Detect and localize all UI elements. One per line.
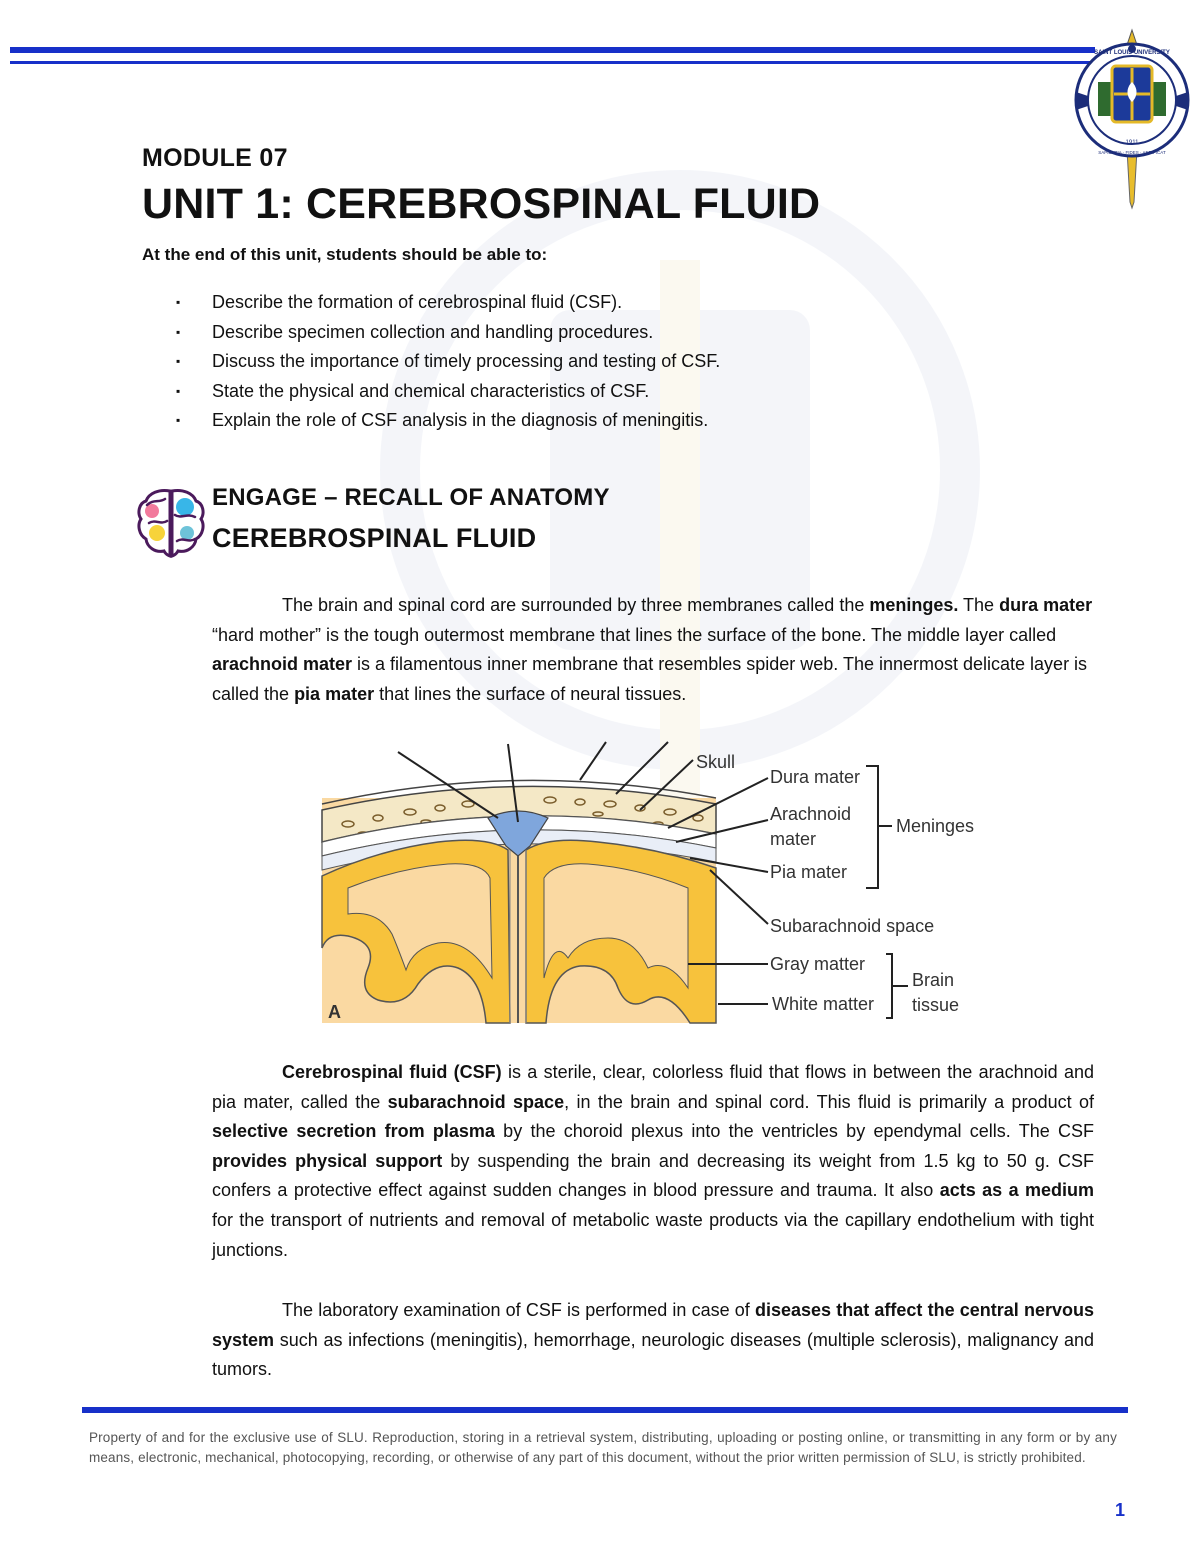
label-gray-matter: Gray matter xyxy=(770,954,865,974)
term-subarachnoid-space: subarachnoid space xyxy=(387,1091,565,1112)
list-item: ▪ Describe the formation of cerebrospinal… xyxy=(176,288,720,318)
text-run: The xyxy=(958,595,1000,615)
text-run: that lines the surface of neural tissues… xyxy=(374,683,687,704)
label-subarachnoid-space: Subarachnoid space xyxy=(770,916,934,936)
seal-year-text: 1911 xyxy=(1126,140,1140,146)
label-arachnoid-mater: mater xyxy=(770,829,816,849)
footer-rule xyxy=(82,1407,1128,1413)
brain-icon xyxy=(137,489,205,558)
label-skull: Skull xyxy=(696,752,735,772)
seal-bottom-text: SAPIENTIA · FIDES · AEDIFICAT xyxy=(1098,150,1166,155)
text-run: is a sterile, clear, colorless fluid tha… xyxy=(212,1062,1094,1112)
objective-text: Discuss the importance of timely process… xyxy=(212,351,721,372)
list-item: ▪ State the physical and chemical charact… xyxy=(176,377,720,407)
label-pia-mater: Pia mater xyxy=(770,862,847,882)
page-number: 1 xyxy=(1115,1500,1126,1520)
unit-title: UNIT 1: CEREBROSPINAL FLUID xyxy=(142,180,821,228)
csf-definition-paragraph: Cerebrospinal fluid (CSF) is a sterile, … xyxy=(212,1058,1094,1265)
text-run: by the choroid plexus into the ventricle… xyxy=(494,1121,1094,1142)
label-tissue: tissue xyxy=(912,995,959,1015)
leader-lines xyxy=(397,741,908,1019)
header-rule-thin xyxy=(10,61,1095,64)
term-csf: Cerebrospinal fluid (CSF) xyxy=(282,1062,502,1082)
text-run: such as infections (meningitis), hemorrh… xyxy=(212,1329,1094,1380)
term-cns-diseases: diseases that affect the central nervous… xyxy=(212,1300,1095,1350)
seal-motto-text: SAINT LOUIS UNIVERSITY xyxy=(1094,50,1170,56)
meninges-paragraph: The brain and spinal cord are surrounded… xyxy=(212,591,1094,709)
label-brain: Brain xyxy=(912,970,954,990)
university-watermark xyxy=(380,170,980,820)
label-meninges: Meninges xyxy=(896,816,974,836)
objectives-list: ▪ Describe the formation of cerebrospinal… xyxy=(176,288,720,436)
engage-subheading: CEREBROSPINAL FLUID xyxy=(212,523,537,553)
objectives-intro: At the end of this unit, students should… xyxy=(142,245,548,264)
university-seal-icon: SAINT LOUIS UNIVERSITY 1911 SAPIENTIA · … xyxy=(1074,28,1190,210)
engage-heading: ENGAGE – RECALL OF ANATOMY xyxy=(212,484,610,511)
text-run: by suspending the brain and decreasing i… xyxy=(212,1150,1094,1201)
list-item: ▪ Discuss the importance of timely proces… xyxy=(176,347,720,377)
list-item: ▪ Explain the role of CSF analysis in the… xyxy=(176,406,720,436)
label-arachnoid: Arachnoid xyxy=(770,804,851,824)
bullet-icon: ▪ xyxy=(176,324,181,339)
header-rule-thick xyxy=(10,47,1095,53)
term-selective-secretion: selective secretion from plasma xyxy=(212,1121,495,1142)
text-run: “hard mother” is the tough outermost mem… xyxy=(212,624,1057,645)
term-physical-support: provides physical support xyxy=(212,1150,443,1171)
text-run: The laboratory examination of CSF is per… xyxy=(282,1300,755,1320)
term-dura-mater: dura mater xyxy=(999,595,1093,615)
objective-text: State the physical and chemical characte… xyxy=(212,380,650,401)
lab-exam-paragraph: The laboratory examination of CSF is per… xyxy=(212,1296,1094,1385)
term-medium: acts as a medium xyxy=(939,1180,1094,1201)
bone-texture xyxy=(341,796,704,837)
module-label: MODULE 07 xyxy=(142,144,288,172)
term-meninges: meninges. xyxy=(869,595,959,615)
label-dura-mater: Dura mater xyxy=(770,767,860,787)
list-item: ▪ Describe specimen collection and handli… xyxy=(176,318,720,348)
objective-text: Explain the role of CSF analysis in the … xyxy=(212,410,709,431)
panel-letter: A xyxy=(328,1002,341,1022)
bullet-icon: ▪ xyxy=(176,383,181,398)
text-run: is a filamentous inner membrane that res… xyxy=(212,654,1088,704)
term-pia-mater: pia mater xyxy=(294,683,375,704)
bullet-icon: ▪ xyxy=(176,413,181,428)
text-run: for the transport of nutrients and remov… xyxy=(212,1209,1094,1260)
objective-text: Describe the formation of cerebrospinal … xyxy=(212,292,623,312)
copyright-notice: Property of and for the exclusive use of… xyxy=(89,1430,1117,1465)
csf-region xyxy=(487,810,549,857)
objective-text: Describe specimen collection and handlin… xyxy=(212,321,654,342)
text-run: , in the brain and spinal cord. This flu… xyxy=(564,1091,1094,1112)
term-arachnoid-mater: arachnoid mater xyxy=(212,654,353,675)
label-white-matter: White matter xyxy=(772,994,874,1014)
bullet-icon: ▪ xyxy=(176,295,181,309)
meninges-diagram: A Skull Dura mater Arachnoid mater Pia m… xyxy=(321,741,974,1024)
bullet-icon: ▪ xyxy=(176,354,181,369)
text-run: The brain and spinal cord are surrounded… xyxy=(282,595,870,615)
